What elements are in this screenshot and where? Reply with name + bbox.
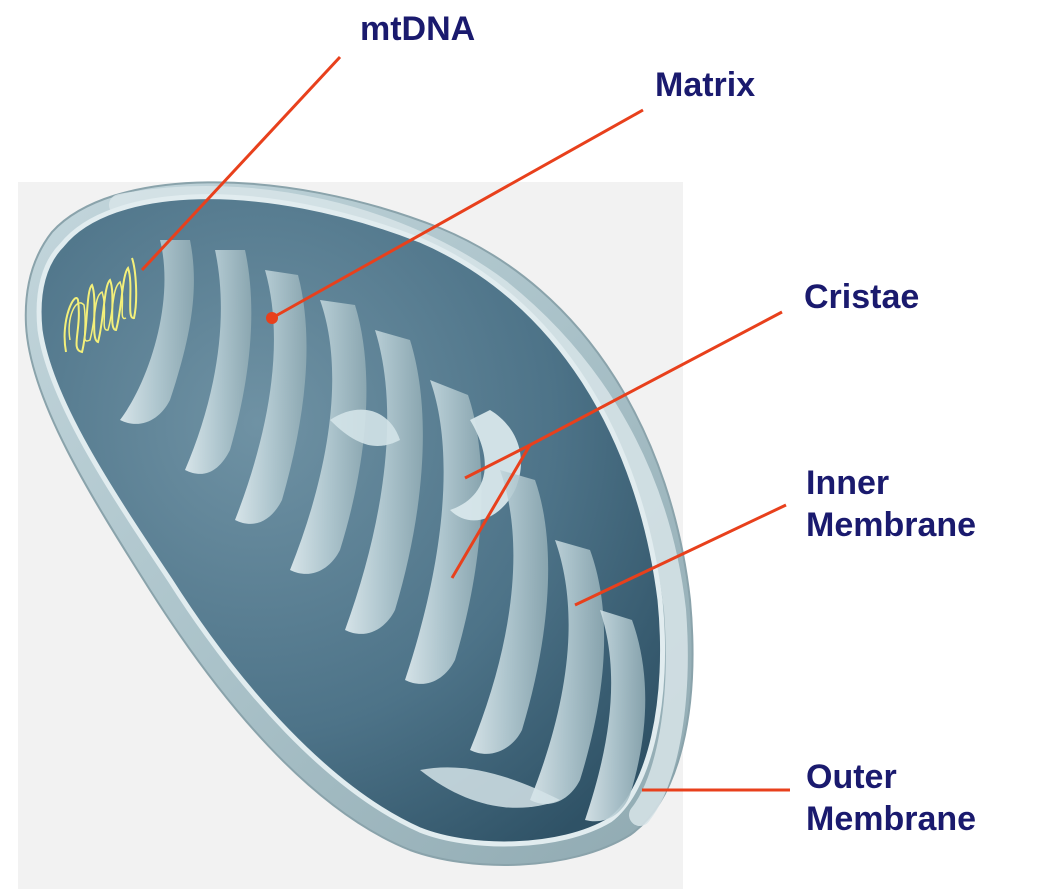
matrix-label: Matrix bbox=[655, 64, 755, 106]
cristae-label: Cristae bbox=[804, 276, 919, 318]
matrix-pointer-dot bbox=[266, 312, 278, 324]
outer-membrane-label: Outer Membrane bbox=[806, 756, 976, 840]
outer-membrane-label-line-2: Membrane bbox=[806, 798, 976, 840]
mtdna-label: mtDNA bbox=[360, 8, 475, 50]
inner-membrane-label-line-1: Inner bbox=[806, 462, 976, 504]
inner-membrane-label-line-2: Membrane bbox=[806, 504, 976, 546]
inner-membrane-label: Inner Membrane bbox=[806, 462, 976, 546]
outer-membrane-label-line-1: Outer bbox=[806, 756, 976, 798]
